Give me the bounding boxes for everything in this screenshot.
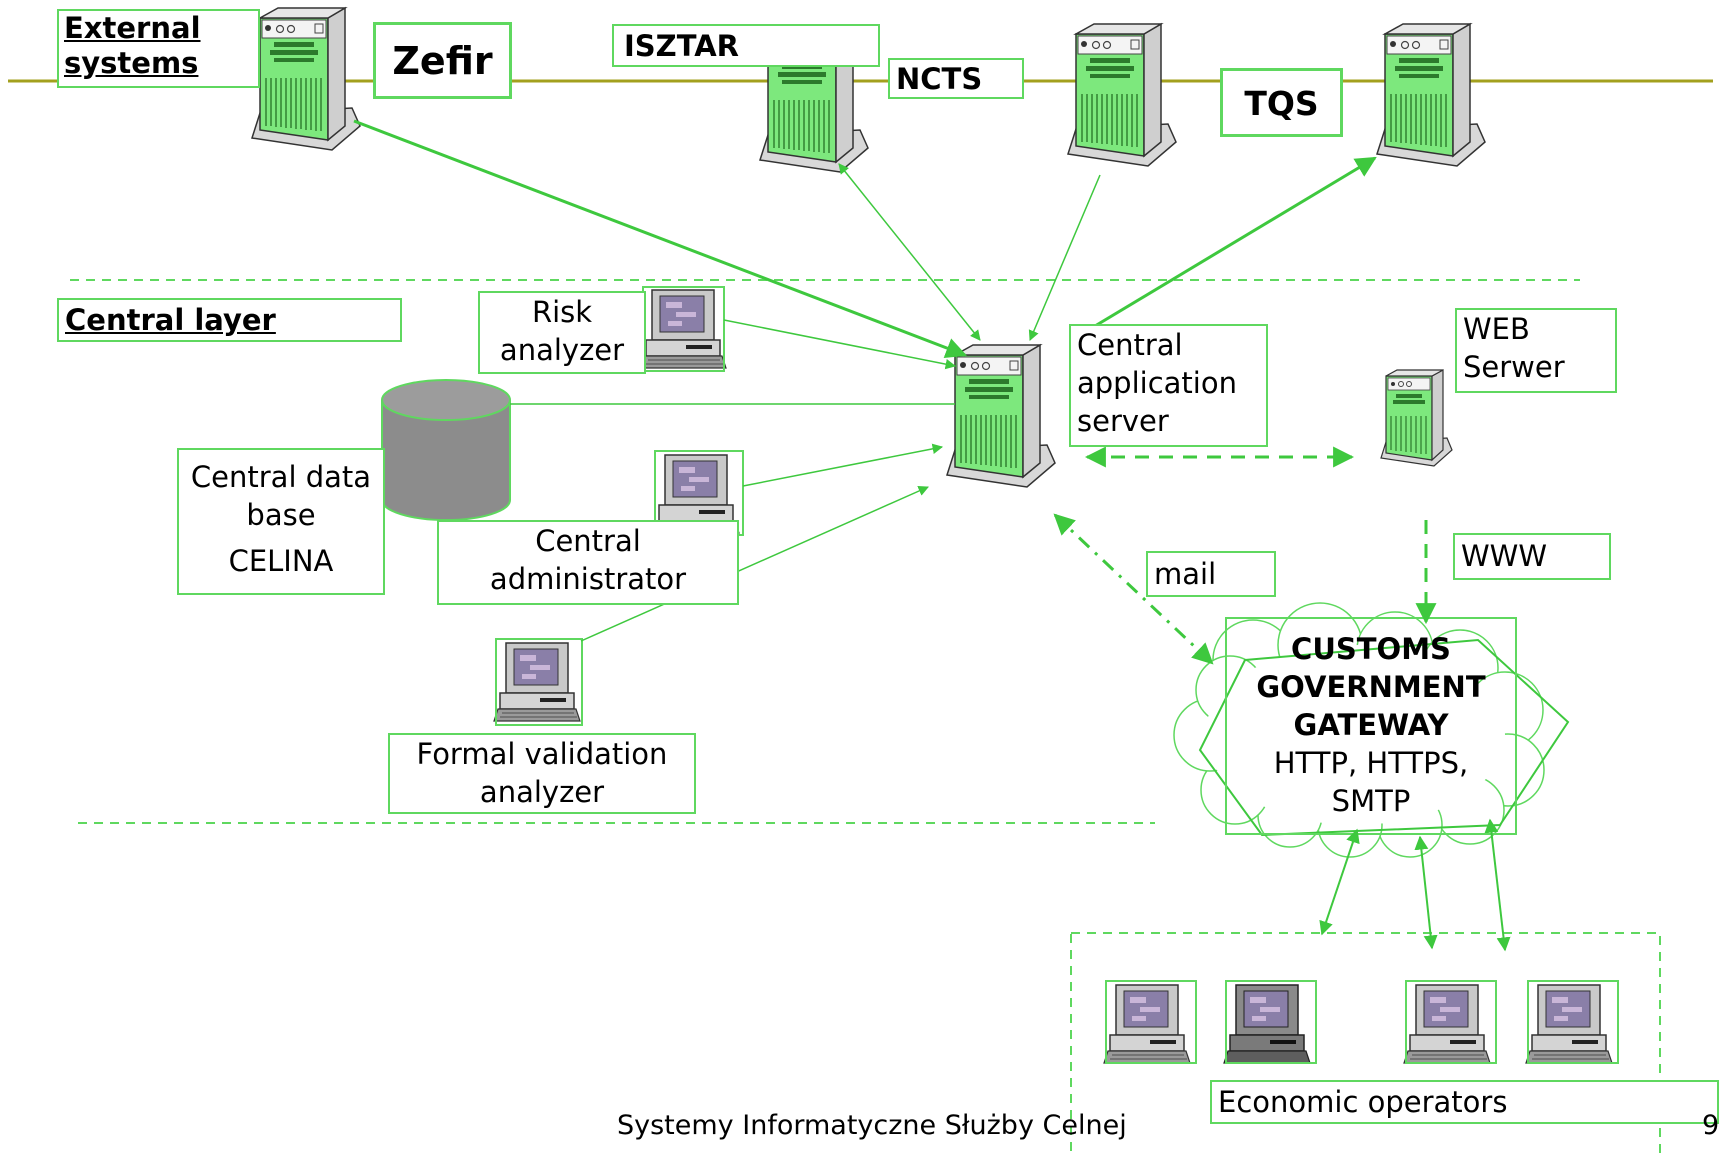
web-server-line2: Serwer	[1463, 350, 1565, 384]
operator-pc-icon-1	[1103, 984, 1191, 1064]
gateway-cloud	[1173, 602, 1545, 858]
gateway-line4: HTTP, HTTPS,	[1273, 746, 1469, 780]
link-gateway-operator-3	[1484, 818, 1511, 952]
risk-analyzer-line2: analyzer	[499, 333, 625, 367]
isztar-label: ISZTAR	[612, 24, 880, 67]
gateway-line3: GATEWAY	[1293, 708, 1449, 742]
operator-frame-4	[1527, 980, 1619, 1064]
central-database-line1: Central data	[190, 460, 372, 494]
link-admin-central	[742, 443, 944, 487]
central-administrator-line1: Central	[535, 524, 641, 558]
page-number: 9	[1702, 1110, 1720, 1141]
tqs-server-icon	[1376, 23, 1486, 167]
external-systems-line1: External	[64, 11, 201, 45]
gateway-frame	[1225, 617, 1517, 835]
gateway-line1: CUSTOMS	[1291, 632, 1451, 666]
mail-label: mail	[1146, 551, 1276, 597]
central-administrator-label: Central administrator	[437, 520, 739, 605]
central-database-line2: base	[246, 498, 316, 532]
link-isztar-central	[838, 163, 981, 341]
risk-analyzer-line1: Risk	[531, 295, 593, 329]
central-app-server-line1: Central	[1077, 328, 1183, 362]
link-validation-central	[580, 486, 929, 642]
central-administrator-line2: administrator	[489, 562, 687, 596]
web-server-label: WEB Serwer	[1455, 308, 1617, 393]
formal-validation-pc-icon	[493, 642, 581, 722]
formal-validation-line2: analyzer	[479, 775, 605, 809]
link-central-gateway-mail	[1053, 513, 1214, 665]
web-server-icon	[1380, 369, 1453, 467]
tqs-label: TQS	[1220, 68, 1343, 137]
central-app-server-line3: server	[1077, 404, 1169, 438]
economic-operators-area	[1070, 932, 1661, 1157]
database-icon	[381, 379, 511, 521]
operator-pc-icon-4	[1525, 984, 1613, 1064]
central-database-label: Central data base CELINA	[177, 448, 385, 595]
operator-frame-1	[1105, 980, 1197, 1064]
risk-analyzer-label: Risk analyzer	[478, 291, 646, 374]
external-systems-line2: systems	[64, 46, 199, 80]
zefir-server-icon	[251, 7, 361, 151]
operator-pc-icon-2	[1223, 984, 1311, 1064]
central-app-server-icon	[946, 344, 1056, 488]
risk-analyzer-pc-icon	[639, 289, 727, 369]
www-label: WWW	[1453, 533, 1611, 580]
link-ncts-central	[1028, 174, 1101, 341]
link-gateway-operator-2	[1414, 835, 1438, 950]
operator-frame-2	[1225, 980, 1317, 1064]
gateway-label: CUSTOMS GOVERNMENT GATEWAY HTTP, HTTPS, …	[1226, 630, 1516, 820]
formal-validation-label: Formal validation analyzer	[388, 733, 696, 814]
link-central-tqs	[1074, 156, 1377, 340]
gateway-line2: GOVERNMENT	[1256, 670, 1486, 704]
zefir-label: Zefir	[373, 22, 512, 99]
central-layer-label: Central layer	[57, 298, 402, 342]
operator-frame-3	[1405, 980, 1497, 1064]
operator-pc-icon-3	[1403, 984, 1491, 1064]
external-systems-label: External systems	[57, 9, 260, 88]
validation-pc-frame	[495, 638, 583, 726]
central-app-server-label: Central application server	[1069, 324, 1268, 447]
central-database-line3: CELINA	[228, 544, 334, 578]
economic-operators-label: Economic operators	[1210, 1080, 1719, 1124]
link-gateway-operator-1	[1319, 828, 1360, 936]
gateway-line5: SMTP	[1331, 784, 1411, 818]
formal-validation-line1: Formal validation	[416, 737, 668, 771]
ncts-label: NCTS	[888, 58, 1024, 99]
ncts-server-icon	[1067, 23, 1177, 167]
central-app-server-line2: application	[1077, 366, 1237, 400]
link-risk-central	[723, 319, 957, 370]
web-server-line1: WEB	[1463, 312, 1530, 346]
footer-title: Systemy Informatyczne Służby Celnej	[617, 1110, 1127, 1141]
